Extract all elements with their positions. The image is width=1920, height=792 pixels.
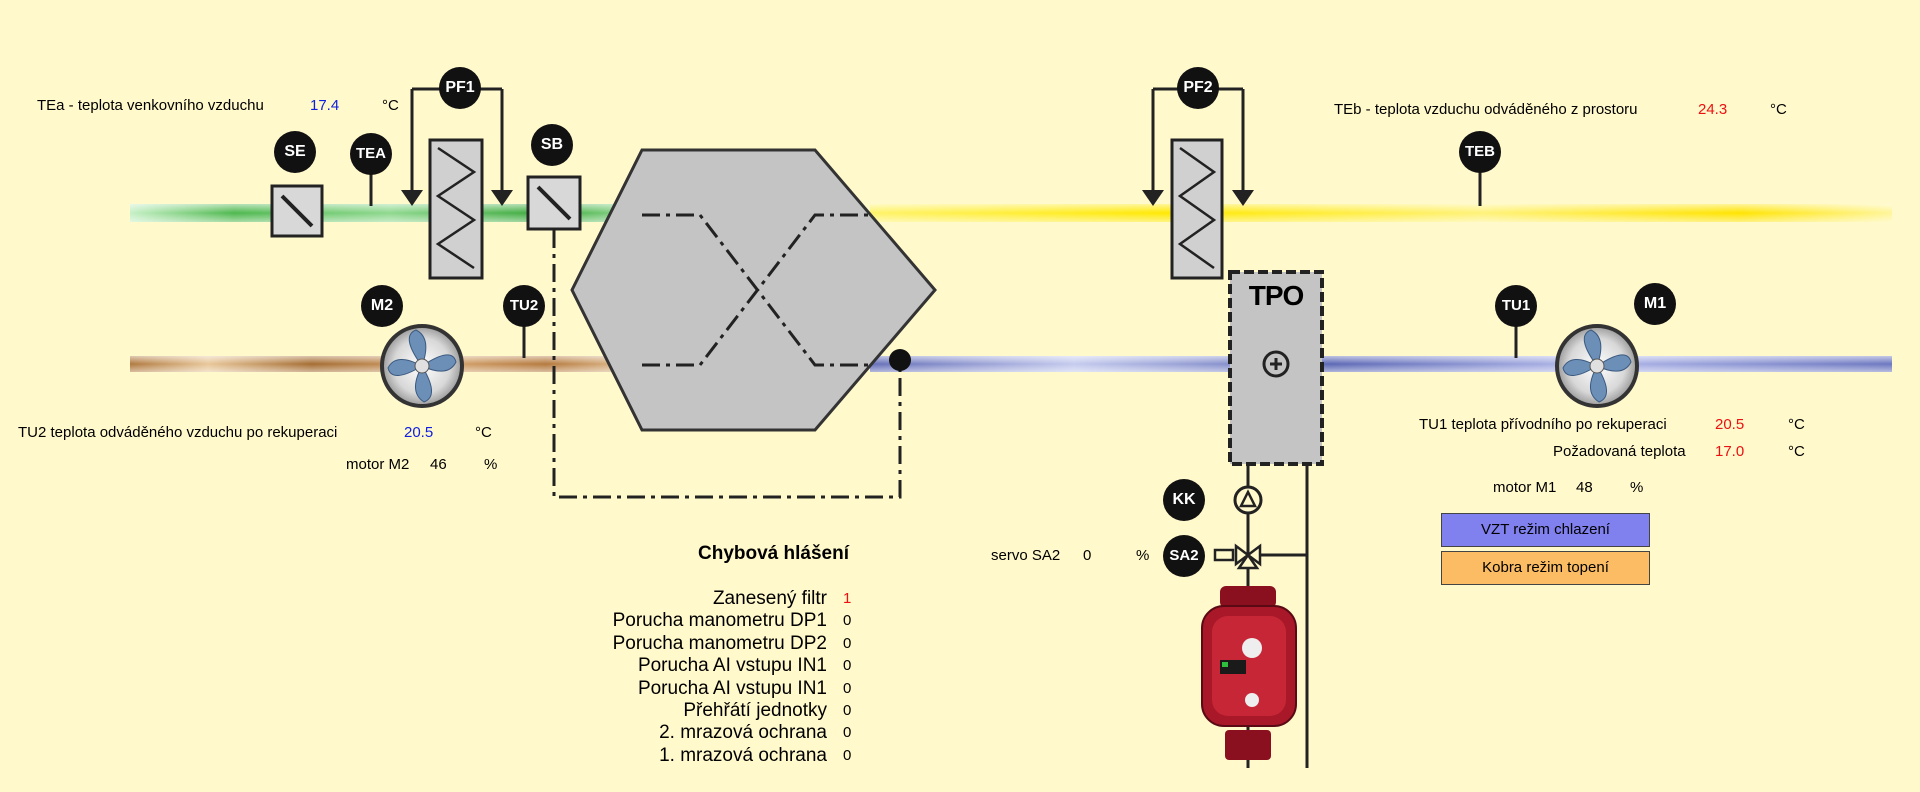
circulation-pump-symbol xyxy=(1233,485,1263,515)
tu2-label: TU2 teplota odváděného vzduchu po rekupe… xyxy=(18,424,338,441)
m1-label: motor M1 xyxy=(1493,479,1557,496)
sb-control-loop xyxy=(552,230,911,499)
cooling-mode-button[interactable]: VZT režim chlazení xyxy=(1441,513,1650,547)
tu1-unit: °C xyxy=(1788,416,1805,433)
sa2-label: servo SA2 xyxy=(991,547,1061,564)
error-item-value: 0 xyxy=(843,634,852,652)
circulation-pump xyxy=(1201,586,1297,760)
tea-label: TEa - teplota venkovního vzduchu xyxy=(37,97,264,114)
tea-value: 17.4 xyxy=(310,97,340,114)
m2-unit: % xyxy=(484,456,498,473)
tag-kk: KK xyxy=(1172,491,1196,508)
req-temp-unit: °C xyxy=(1788,443,1805,460)
tea-unit: °C xyxy=(382,97,399,114)
error-item-label: Porucha AI vstupu IN1 xyxy=(637,677,827,699)
tag-sa2: SA2 xyxy=(1169,547,1199,564)
error-item-value: 0 xyxy=(843,724,852,742)
teb-unit: °C xyxy=(1770,101,1787,118)
error-item-value: 0 xyxy=(843,679,852,697)
filter-pf1 xyxy=(401,87,513,280)
error-item-value: 0 xyxy=(843,657,852,675)
valve-sa2[interactable] xyxy=(1213,543,1262,570)
damper-se[interactable] xyxy=(270,184,324,238)
sa2-value: 0 xyxy=(1083,547,1092,564)
req-temp-label: Požadovaná teplota xyxy=(1553,443,1686,460)
fan-m2[interactable] xyxy=(380,324,464,408)
error-item-label: 2. mrazová ochrana xyxy=(659,722,827,744)
m2-value: 46 xyxy=(430,456,447,473)
tu1-label: TU1 teplota přívodního po rekuperaci xyxy=(1419,416,1667,433)
heat-recovery-exchanger xyxy=(570,148,937,432)
error-item-label: Porucha manometru DP2 xyxy=(612,632,827,654)
error-item-label: Zanesený filtr xyxy=(712,588,827,609)
tag-tu1: TU1 xyxy=(1501,297,1531,314)
error-item-value: 0 xyxy=(843,746,852,764)
error-item-label: Přehřátí jednotky xyxy=(683,700,827,721)
m1-value: 48 xyxy=(1576,479,1593,496)
tag-tpo: TPO xyxy=(1248,280,1305,311)
teb-label: TEb - teplota vzduchu odváděného z prost… xyxy=(1334,101,1638,118)
m2-label: motor M2 xyxy=(346,456,410,473)
fan-m1[interactable] xyxy=(1555,324,1639,408)
error-item-value: 0 xyxy=(843,612,852,630)
tag-tea: TEA xyxy=(356,145,386,162)
tag-se: SE xyxy=(284,143,306,160)
exhaust-room-air-duct xyxy=(870,204,1892,222)
tag-pf2: PF2 xyxy=(1183,79,1213,96)
outdoor-air-duct xyxy=(130,204,650,222)
supply-air-duct xyxy=(870,356,1892,372)
error-panel-title: Chybová hlášení xyxy=(698,543,849,564)
error-item-label: Porucha AI vstupu IN1 xyxy=(637,655,827,677)
error-item-value: 0 xyxy=(843,702,852,719)
sa2-unit: % xyxy=(1136,547,1150,564)
heater-tpo xyxy=(1228,270,1324,466)
error-item-label: 1. mrazová ochrana xyxy=(659,744,827,766)
tu1-value: 20.5 xyxy=(1715,416,1745,433)
tu2-value: 20.5 xyxy=(404,424,434,441)
tag-teb: TEB xyxy=(1465,143,1495,160)
error-item-value: 1 xyxy=(843,590,852,607)
tag-badges xyxy=(274,67,1676,577)
tag-tu2: TU2 xyxy=(509,297,539,314)
error-item-label: Porucha manometru DP1 xyxy=(612,610,827,632)
m1-unit: % xyxy=(1630,479,1644,496)
tu2-unit: °C xyxy=(475,424,492,441)
filter-pf2 xyxy=(1142,87,1254,280)
req-temp-value: 17.0 xyxy=(1715,443,1745,460)
damper-sb[interactable] xyxy=(526,175,582,231)
heating-mode-button[interactable]: Kobra režim topení xyxy=(1441,551,1650,585)
tag-pf1: PF1 xyxy=(445,79,475,96)
tag-sb: SB xyxy=(540,136,564,153)
tag-m2: M2 xyxy=(370,297,394,314)
tag-m1: M1 xyxy=(1643,295,1667,312)
teb-value: 24.3 xyxy=(1698,101,1728,118)
